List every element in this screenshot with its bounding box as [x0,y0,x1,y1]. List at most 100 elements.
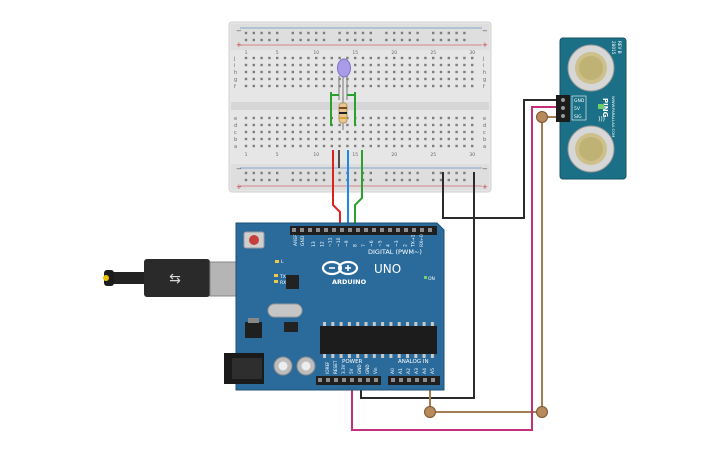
digital-pin-label: ~9 [344,240,350,247]
power-header-pin[interactable] [366,378,370,382]
gnd-label-top: GND [300,235,306,246]
row-letter-right: f [483,84,485,90]
row-letter-left: g [234,77,237,83]
header-pin[interactable] [356,228,360,232]
analog-pin-label: A0 [390,368,396,374]
sensor-pin-label: SIG [574,114,582,120]
column-number-bottom: 25 [430,152,436,158]
power-header-pin[interactable] [334,378,338,382]
arduino-logo-icon [321,260,359,276]
column-number-top: 5 [276,50,279,56]
uno-label: UNO [374,262,401,276]
dc-power-jack[interactable] [224,353,264,384]
header-pin[interactable] [404,228,408,232]
reset-button[interactable] [243,231,265,249]
wire-magenta [351,106,560,431]
analog-pin-label: A2 [406,368,412,374]
rx-label: RX [280,280,286,286]
header-pin[interactable] [340,228,344,232]
row-letter-left: i [234,63,235,69]
header-pin[interactable] [300,228,304,232]
digital-pin-label: ~3 [394,240,400,247]
analog-pin-label: A4 [422,368,428,374]
digital-pin-label: 8 [353,244,359,247]
header-pin[interactable] [372,228,376,232]
power-header-pin[interactable] [318,378,322,382]
header-pin[interactable] [324,228,328,232]
ping-signal-icon: ))) [598,116,605,123]
power-pin-label: GND [357,364,362,374]
usb-icon: ⇆ [169,271,181,287]
column-number-bottom: 1 [245,152,248,158]
digital-pin-label: 2 [402,244,408,247]
analog-header-pin[interactable] [391,378,395,382]
row-letter-right: e [483,116,486,122]
parallax-url: WWW.PARALLAX.COM [611,96,616,137]
wire-green [354,150,363,236]
sensor-pin-label: GND [574,98,585,104]
row-letter-left: e [234,116,237,122]
rail-plus-bottom: + [236,183,242,191]
header-pin[interactable] [388,228,392,232]
arduino-brand: ARDUINO [332,278,367,286]
power-header-pin[interactable] [374,378,378,382]
header-pin[interactable] [292,228,296,232]
rev-label: REV B [617,41,622,54]
column-number-bottom: 30 [469,152,475,158]
analog-header-pin[interactable] [423,378,427,382]
rail-minus-top-right: − [482,27,488,35]
row-letter-left: a [234,144,237,150]
column-number-bottom: 20 [391,152,397,158]
analog-pin-label: A1 [398,368,404,374]
header-pin[interactable] [412,228,416,232]
analog-header-pin[interactable] [431,378,435,382]
power-header-pin[interactable] [350,378,354,382]
header-pin[interactable] [348,228,352,232]
header-pin[interactable] [428,228,432,232]
digital-label: DIGITAL (PWM~) [368,248,422,256]
header-pin[interactable] [420,228,424,232]
transducer-bottom [567,125,615,173]
power-header-pin[interactable] [342,378,346,382]
digital-pin-label: ~10 [336,237,342,247]
analog-header-pin[interactable] [399,378,403,382]
power-header-pin[interactable] [358,378,362,382]
column-number-top: 10 [313,50,319,56]
header-pin[interactable] [308,228,312,232]
tx-label: TX [279,274,286,280]
header-pin[interactable] [316,228,320,232]
power-pin-label: IOREF [325,361,330,374]
power-pin-label: RESET [333,360,338,374]
digital-pin-label: 13 [311,241,317,247]
analog-label: ANALOG IN [398,359,429,365]
power-pin-label: 3.3V [341,364,346,374]
transducer-top [567,44,615,92]
ping-label: PING [601,98,609,118]
rail-plus-top-right: + [482,41,488,49]
column-number-top: 20 [391,50,397,56]
row-letter-left: b [234,137,237,143]
digital-pin-label: ~5 [377,240,383,247]
row-letter-right: c [483,130,486,136]
digital-pin-label: 4 [386,244,392,247]
analog-header-pin[interactable] [407,378,411,382]
header-pin[interactable] [380,228,384,232]
analog-header-pin[interactable] [415,378,419,382]
header-pin[interactable] [364,228,368,232]
header-pin[interactable] [332,228,336,232]
header-pin[interactable] [396,228,400,232]
digital-pin-label: 7 [361,244,367,247]
power-header-pin[interactable] [326,378,330,382]
power-pin-label: GND [365,364,370,374]
digital-pin-label: TX→1 [411,234,417,248]
power-pin-label: 5V [349,368,354,374]
row-letter-right: a [483,144,486,150]
row-letter-right: d [483,123,486,129]
digital-pin-label: ~11 [328,237,334,247]
resistor[interactable] [338,97,348,130]
rail-minus-top: − [236,27,242,35]
column-number-top: 25 [430,50,436,56]
